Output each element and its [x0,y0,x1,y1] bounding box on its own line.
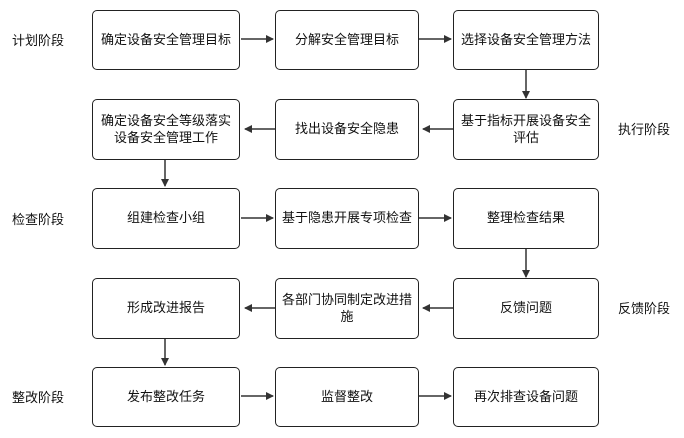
box-decompose-goal: 分解安全管理目标 [275,10,419,70]
phase-label-execute: 执行阶段 [618,123,671,138]
box-choose-method: 选择设备安全管理方法 [453,10,599,70]
phase-label-rectify: 整改阶段 [12,391,65,406]
box-safety-assessment: 基于指标开展设备安全评估 [453,99,599,160]
box-form-team: 组建检查小组 [92,188,240,249]
box-feedback-issues: 反馈问题 [453,278,599,339]
phase-label-plan: 计划阶段 [12,34,65,49]
box-find-hazards: 找出设备安全隐患 [275,99,419,160]
box-issue-tasks: 发布整改任务 [92,367,240,427]
box-organize-results: 整理检查结果 [453,188,599,249]
box-set-safety-goal: 确定设备安全管理目标 [92,10,240,70]
box-improvement-measures: 各部门协同制定改进措施 [275,278,419,339]
box-supervise-rectify: 监督整改 [275,367,419,427]
box-recheck-equipment: 再次排查设备问题 [453,367,599,427]
phase-label-check: 检查阶段 [12,213,65,228]
box-set-safety-level: 确定设备安全等级落实设备安全管理工作 [92,99,240,160]
box-improvement-report: 形成改进报告 [92,278,240,339]
phase-label-feedback: 反馈阶段 [618,302,671,317]
box-special-inspection: 基于隐患开展专项检查 [275,188,419,249]
